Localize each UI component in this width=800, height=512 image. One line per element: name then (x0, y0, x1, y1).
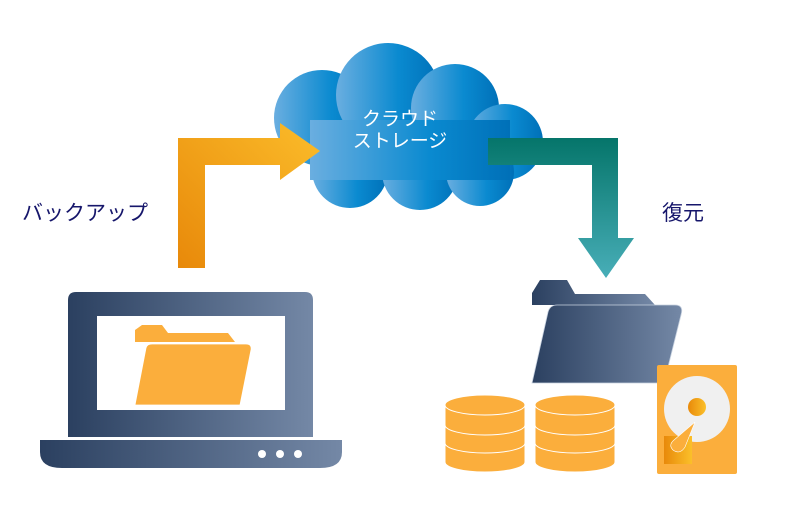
restore-arrow-icon (488, 138, 634, 278)
laptop-dot (294, 450, 302, 458)
database-icon (444, 394, 526, 473)
cloud-storage-label: クラウド ストレージ (330, 108, 470, 152)
backup-arrow-icon (178, 123, 320, 268)
cloud-label-line1: クラウド (361, 108, 438, 130)
database-icon (534, 394, 616, 473)
folder-icon (134, 325, 252, 406)
laptop-icon (40, 292, 342, 468)
folder-icon (531, 280, 683, 384)
cloud-label-line2: ストレージ (352, 130, 448, 152)
hard-drive-icon (657, 365, 737, 474)
backup-label: バックアップ (22, 201, 148, 225)
restore-label: 復元 (662, 201, 704, 225)
laptop-dot (276, 450, 284, 458)
laptop-dot (258, 450, 266, 458)
